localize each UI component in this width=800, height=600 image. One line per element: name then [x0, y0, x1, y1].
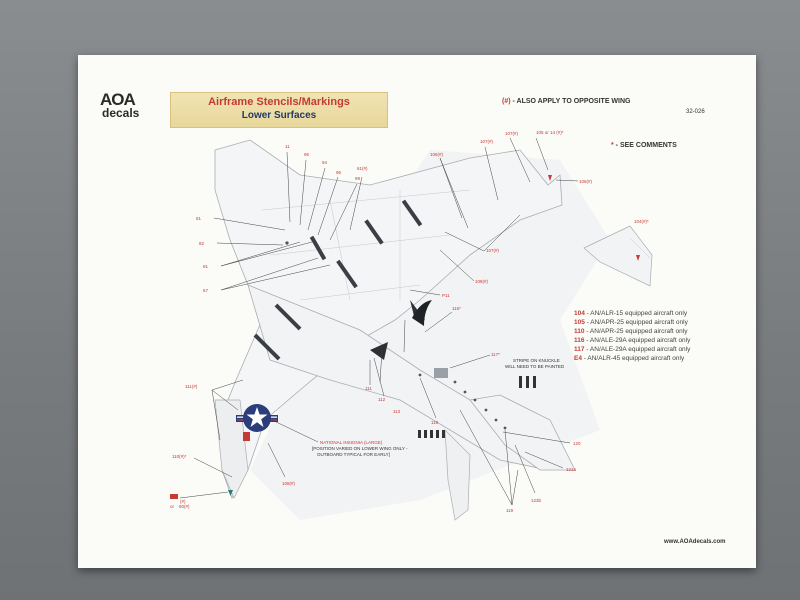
- label: 118: [431, 420, 439, 425]
- note-text: - ALSO APPLY TO OPPOSITE WING: [510, 98, 631, 105]
- legend-text: - AN/ALE-29A equipped aircraft only: [584, 346, 691, 353]
- legend-item: 116 - AN/ALE-29A equipped aircraft only: [574, 336, 724, 345]
- label: 112: [378, 397, 386, 402]
- legend-code: 117: [574, 346, 585, 353]
- scoop-shape-2: [370, 342, 388, 360]
- label: 117*: [491, 352, 500, 357]
- label: 61: [196, 216, 202, 221]
- stripe-bars: [418, 376, 536, 438]
- note-code: *: [611, 142, 614, 149]
- label: 111(#): [185, 384, 198, 389]
- legend-text: - AN/ALE-29A equipped aircraft only: [584, 337, 691, 344]
- pylons: [253, 199, 423, 361]
- label: 111: [365, 386, 372, 391]
- see-comments-note: * - SEE COMMENTS: [611, 142, 677, 149]
- label: 104(#)*: [634, 219, 649, 224]
- hook-shape: [412, 300, 432, 326]
- label: 108(#): [282, 481, 296, 486]
- title-banner: Airframe Stencils/Markings Lower Surface…: [170, 92, 388, 128]
- website-link: www.AOAdecals.com: [664, 539, 726, 545]
- equipment-legend: 104 - AN/ALR-15 equipped aircraft only 1…: [574, 309, 724, 363]
- page-subtitle: Lower Surfaces: [241, 110, 317, 121]
- page-title: Airframe Stencils/Markings: [208, 96, 350, 108]
- label: 116*: [452, 306, 461, 311]
- label: 107(#): [486, 248, 500, 253]
- legend-code: 116: [574, 337, 585, 344]
- label: 106(#): [430, 152, 444, 157]
- label: 61(#): [357, 166, 368, 171]
- legend-code: 104: [574, 310, 585, 317]
- stencil-dots: [285, 241, 507, 430]
- legend-code: E4: [574, 355, 582, 362]
- label: 11: [285, 144, 290, 149]
- label: 113: [393, 409, 401, 414]
- vertical-tail-outline: [444, 429, 471, 521]
- insignia-callout-1: NATIONAL INSIGNIA (LARGE): [320, 440, 383, 445]
- label: 82: [199, 241, 205, 246]
- legend-code: 105: [574, 319, 585, 326]
- label: or: [170, 504, 175, 509]
- red-flag-marker: [170, 494, 178, 499]
- note-text: - SEE COMMENTS: [613, 142, 677, 149]
- label: 108(#): [475, 279, 489, 284]
- label: 107(#): [505, 131, 519, 136]
- wing-outline: [214, 139, 563, 499]
- label: 123b: [531, 498, 542, 503]
- legend-text: - AN/ALR-45 equipped aircraft only: [581, 355, 685, 362]
- legend-code: 110: [574, 328, 585, 335]
- logo-text-top: AOA: [100, 90, 136, 109]
- label: 94: [322, 160, 328, 165]
- legend-item: 105 - AN/APR-25 equipped aircraft only: [574, 318, 724, 327]
- legend-text: - AN/APR-25 equipped aircraft only: [584, 319, 688, 326]
- label: (#): [180, 499, 186, 504]
- label: P11: [442, 293, 450, 298]
- note-code: (#): [502, 98, 511, 105]
- label: 50(#): [179, 504, 190, 509]
- teal-marker: [228, 490, 233, 496]
- label: 119: [506, 508, 514, 513]
- nose-outline: [214, 399, 249, 499]
- legend-text: - AN/ALR-15 equipped aircraft only: [584, 310, 688, 317]
- red-square: [243, 432, 250, 441]
- label: 57: [203, 288, 209, 293]
- legend-text: - AN/APR-25 equipped aircraft only: [584, 328, 688, 335]
- label: 106(#): [579, 179, 593, 184]
- label: 121a: [566, 467, 577, 472]
- label: 96: [304, 152, 310, 157]
- national-insignia: [236, 404, 278, 432]
- legend-item: E4 - AN/ALR-45 equipped aircraft only: [574, 354, 724, 363]
- legend-item: 117 - AN/ALE-29A equipped aircraft only: [574, 345, 724, 354]
- aoa-logo: AOA decals: [100, 90, 162, 120]
- stripe-callout-1: STRIPE ON KNUCKLE: [513, 358, 560, 363]
- label: 107(#): [480, 139, 494, 144]
- tailplane-outline: [469, 394, 576, 471]
- stripe-callout-2: WILL NEED TO BE PAINTED: [505, 364, 565, 369]
- wingtip-inset: [583, 225, 653, 287]
- insignia-callout-3: OUTBOARD TYPICAL FOR EARLY]: [317, 452, 390, 457]
- sheet-code: 32-026: [686, 109, 705, 115]
- grey-panel: [434, 368, 448, 378]
- label: 96: [336, 170, 342, 175]
- label: 105 or 14 (#)*: [536, 130, 564, 135]
- opposite-wing-note: (#) - ALSO APPLY TO OPPOSITE WING: [502, 98, 631, 105]
- logo-text-bottom: decals: [102, 106, 140, 120]
- legend-item: 104 - AN/ALR-15 equipped aircraft only: [574, 309, 724, 318]
- insignia-callout-2: [POSITION VARIED ON LOWER WING ONLY -: [312, 446, 408, 451]
- label: 110(#)*: [172, 454, 187, 459]
- legend-item: 110 - AN/APR-25 equipped aircraft only: [574, 327, 724, 336]
- red-marker-wingtip: [548, 175, 552, 181]
- label: 91: [203, 264, 209, 269]
- label: 120: [573, 441, 581, 446]
- leader-lines: [179, 137, 579, 506]
- label: 99: [355, 176, 361, 181]
